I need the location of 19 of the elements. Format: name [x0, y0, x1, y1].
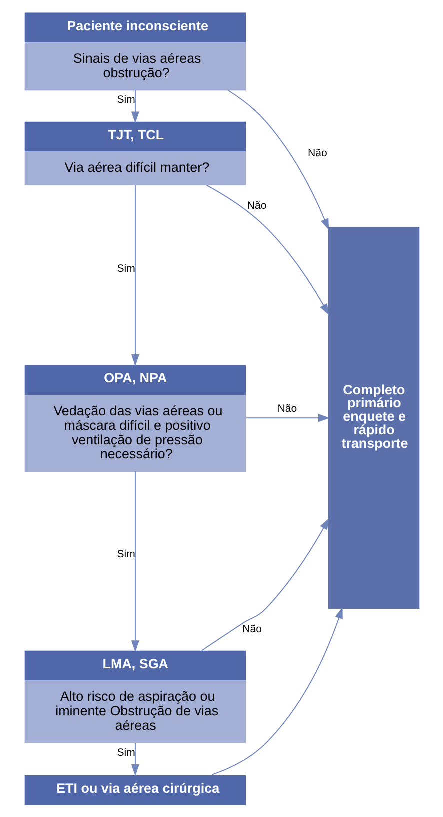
arrow	[130, 742, 139, 776]
arrow	[200, 518, 329, 652]
arrow	[130, 185, 139, 366]
edge-label: Não	[307, 147, 327, 160]
edge-label: Sim	[116, 94, 135, 106]
edge-label: Sim	[116, 747, 135, 760]
arrow	[130, 90, 139, 124]
arrow	[245, 414, 330, 422]
edge-label: Sim	[116, 263, 135, 276]
arrow	[206, 184, 329, 316]
arrow	[226, 90, 329, 230]
edge-label: Não	[242, 623, 262, 636]
edge-label: Não	[277, 403, 297, 416]
node-box: ETI ou via aérea cirúrgica	[24, 775, 246, 806]
edge-label: Sim	[116, 548, 135, 561]
arrow	[211, 607, 342, 776]
edge-label: Não	[246, 200, 266, 212]
arrow	[130, 471, 139, 652]
node-box: Completo primário enquete e rápido transporte	[328, 227, 420, 610]
